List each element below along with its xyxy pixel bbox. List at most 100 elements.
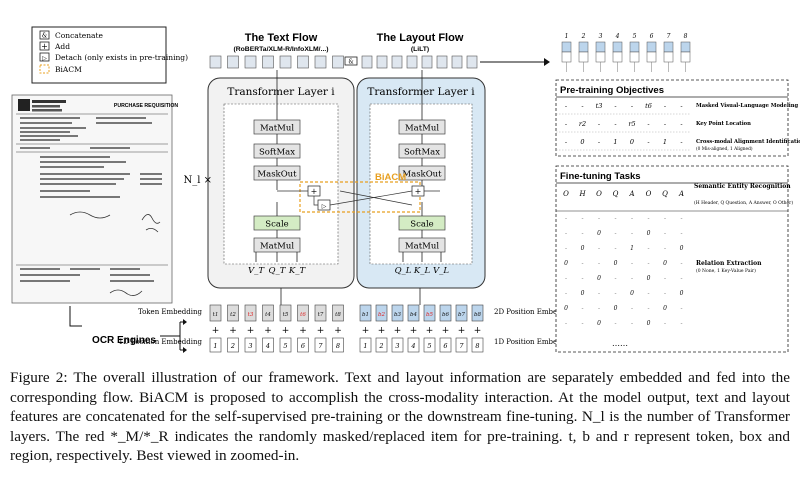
relation-cell: 0 — [647, 230, 651, 237]
internal-arrows — [255, 70, 442, 305]
layout-op-scale: Scale — [398, 215, 446, 231]
add-row: ++++++++++++++++ — [212, 326, 482, 336]
pretraining-cell: - — [664, 120, 666, 128]
svg-text:MaskOut: MaskOut — [402, 170, 442, 180]
re-title: Relation Extraction — [696, 260, 762, 267]
layout-input-v: V_L — [433, 266, 449, 276]
relation-cell: - — [631, 230, 633, 237]
output-layout-cell — [612, 51, 623, 63]
box-label: b5 — [426, 312, 434, 318]
token-cell — [332, 304, 344, 322]
box-cell — [439, 304, 452, 322]
relation-cell: - — [614, 290, 616, 297]
pos-label-right: 7 — [459, 342, 464, 350]
layout-input-q: Q_L — [395, 266, 412, 276]
legend-concatenate-label: Concatenate — [55, 31, 104, 40]
pretraining-cell: 1 — [663, 138, 667, 146]
svg-text:Scale: Scale — [410, 220, 433, 230]
text-output-bar — [297, 55, 309, 69]
token-label: t3 — [248, 312, 254, 318]
pos-cell-left — [244, 337, 257, 353]
relation-cell: 0 — [614, 305, 618, 312]
pos-cell-right — [471, 337, 484, 353]
pos-cell-left — [209, 337, 222, 353]
legend-concatenate: & Concatenate — [39, 30, 104, 40]
box-label: b8 — [474, 312, 482, 318]
ser-label: O — [646, 190, 652, 198]
text-input-q: Q_T — [269, 266, 287, 276]
relation-cell: - — [614, 215, 616, 222]
ser-label: O — [563, 190, 569, 198]
relation-cell: 0 — [564, 260, 568, 267]
relation-cell: - — [664, 275, 666, 282]
output-layout-cell — [629, 51, 640, 63]
legend-detach: ▷ Detach (only exists in pre-training) — [39, 52, 188, 62]
detach-icon: ▷ — [42, 55, 47, 62]
pretraining-label: Masked Visual-Language Modeling — [696, 103, 799, 109]
pos-cell-right — [407, 337, 420, 353]
token-cell — [227, 304, 239, 322]
relation-cell: - — [614, 275, 616, 282]
output-layout-cell — [561, 51, 572, 63]
output-layout-cell — [646, 51, 657, 63]
relation-cell: - — [680, 275, 682, 282]
pos-label-left: 7 — [318, 342, 323, 350]
biacm-module: BiACM + ▷ + — [277, 172, 440, 213]
svg-text:MatMul: MatMul — [260, 124, 294, 134]
pretraining-cell: - — [631, 102, 633, 110]
framework-figure: & Concatenate + Add ▷ Detach (only exist… — [11, 26, 800, 353]
re-ellipsis: …… — [612, 339, 628, 348]
box-cell — [359, 304, 372, 322]
relation-cell: - — [581, 275, 583, 282]
relation-cell: - — [565, 290, 567, 297]
token-cell — [279, 304, 292, 322]
pretraining-cell: r2 — [579, 120, 586, 128]
pos-label-right: 8 — [475, 342, 479, 350]
text-add-node: + — [311, 187, 318, 196]
text-output-bar — [244, 55, 257, 69]
layout-input-k: K_L — [413, 266, 431, 276]
pos-cell-left — [297, 337, 309, 353]
text-op-matmul-top: MatMul — [253, 119, 301, 135]
text-output-bar — [332, 55, 344, 69]
layout-output-features — [361, 55, 478, 69]
pos-label-left: 4 — [265, 342, 270, 350]
ser-label: A — [678, 190, 684, 198]
svg-text:SoftMax: SoftMax — [404, 148, 440, 158]
output-number: 4 — [615, 33, 620, 40]
layout-output-bar — [421, 55, 433, 69]
relation-cell: 0 — [597, 275, 601, 282]
svg-text:MatMul: MatMul — [405, 242, 439, 252]
token-label: t8 — [335, 312, 341, 318]
token-embedding-label: Token Embedding — [138, 308, 203, 316]
text-output-bar — [209, 55, 222, 69]
pretraining-cell: 0 — [580, 138, 584, 146]
relation-cell: - — [581, 230, 583, 237]
plus-sign: + — [394, 326, 402, 336]
box-cell — [375, 304, 388, 322]
re-note: (0 None, 1 Key-Value Pair) — [696, 267, 756, 274]
output-number: 1 — [565, 33, 569, 40]
doc-title: PURCHASE REQUISITION — [114, 103, 179, 109]
relation-cell: - — [565, 215, 567, 222]
ser-note: (H Header, Q Question, A Answer, O Other… — [694, 199, 793, 206]
token-cell — [244, 304, 257, 322]
relation-cell: - — [631, 215, 633, 222]
pos-cell-left — [262, 337, 274, 353]
relation-cell: - — [614, 320, 616, 327]
ser-title: Semantic Entity Recognition — [694, 183, 791, 190]
relation-cell: 0 — [581, 245, 585, 252]
pretraining-cell: 0 — [630, 138, 634, 146]
ser-label: Q — [662, 190, 668, 198]
pretraining-cell: - — [680, 102, 682, 110]
svg-text:Scale: Scale — [265, 220, 288, 230]
pretraining-cell: - — [680, 120, 682, 128]
pos-label-left: 5 — [283, 342, 287, 350]
token-cell — [262, 304, 274, 322]
text-op-softmax: SoftMax — [253, 143, 301, 159]
